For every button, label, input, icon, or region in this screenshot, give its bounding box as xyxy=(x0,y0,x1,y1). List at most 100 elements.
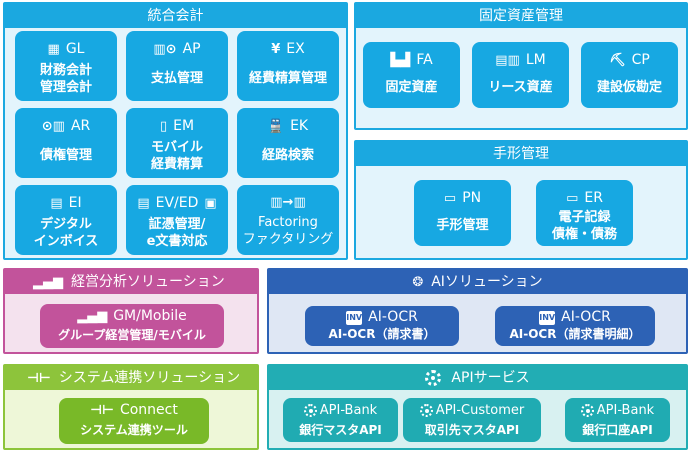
em-card[interactable]: ▯ EM モバイル 経費精算 xyxy=(126,108,228,178)
ap-code: AP xyxy=(182,41,201,57)
factoring-card[interactable]: ▥→▥ Factoring ファクタリング xyxy=(237,185,339,255)
gl-name: 財務会計 管理会計 xyxy=(39,63,92,95)
gm-bar-chart-icon: ▂▄▆ xyxy=(77,309,108,324)
receivable-icon: ⊙▥ xyxy=(41,119,65,134)
pn-card[interactable]: ▭ PN 手形管理 xyxy=(414,180,511,246)
api-bank-account-gear-icon xyxy=(580,404,594,417)
management-analysis-title: 経営分析ソリューション xyxy=(71,274,225,290)
monitor-icon: ▭ xyxy=(566,191,579,206)
promissory-note-icon: ▭ xyxy=(443,191,457,206)
gl-card[interactable]: ▦ GL 財務会計 管理会計 xyxy=(15,31,117,101)
er-card[interactable]: ▭ ER 電子記録 債権・債務 xyxy=(536,180,633,246)
ai-ocr-detail-name: AI-OCR（請求書明細） xyxy=(509,327,641,341)
bar-chart-icon: ▂▄▆ xyxy=(33,275,63,290)
connect-code: Connect xyxy=(119,402,178,418)
ai-ocr-detail-code: AI-OCR xyxy=(561,309,611,325)
management-analysis-header: ▂▄▆ 経営分析ソリューション xyxy=(5,270,257,294)
ev-ed-code: EV/ED xyxy=(155,195,199,211)
ar-code: AR xyxy=(70,118,91,134)
ev-ed-card[interactable]: ▤ EV/ED ▣ 証憑管理/ e文書対応 xyxy=(126,185,228,255)
ap-name: 支払管理 xyxy=(150,71,203,86)
fixed-assets-panel: 固定資産管理 ▙▟FA 固定資産 ▤▥ LM リース資産 ⛏ CP 建設仮勘定 xyxy=(354,2,688,130)
ei-name: デジタル インボイス xyxy=(33,217,99,249)
ev-ed-name: 証憑管理/ e文書対応 xyxy=(146,217,208,249)
cp-card[interactable]: ⛏ CP 建設仮勘定 xyxy=(581,42,678,108)
document-stack-icon: ▤ xyxy=(137,196,150,211)
excavator-icon: ⛏ xyxy=(609,53,626,68)
er-name: 電子記録 債権・債務 xyxy=(551,210,617,242)
api-bank-gear-icon xyxy=(303,404,317,417)
mobile-yen-icon: ▯ xyxy=(159,119,168,134)
er-code: ER xyxy=(584,190,603,206)
ai-invoice-icon: INV xyxy=(346,310,363,325)
api-bank-master-name: 銀行マスタAPI xyxy=(299,423,382,437)
notes-panel: 手形管理 ▭ PN 手形管理 ▭ ER 電子記録 債権・債務 xyxy=(354,140,688,260)
calculator-icon: ▦ xyxy=(47,42,60,57)
ai-brain-icon: ❂ xyxy=(412,275,424,290)
factoring-name: Factoring ファクタリング xyxy=(242,215,334,247)
ai-ocr-invoice-name: AI-OCR（請求書） xyxy=(328,327,436,341)
ex-code: EX xyxy=(286,41,305,57)
fa-code: FA xyxy=(416,52,433,68)
ai-solution-header: ❂ AIソリューション xyxy=(269,270,686,294)
api-service-title: APIサービス xyxy=(451,370,530,386)
gl-code: GL xyxy=(65,41,85,57)
pn-name: 手形管理 xyxy=(436,218,489,233)
system-integration-panel: ⊣⊢システム連携ソリューション ⊣⊢Connect システム連携ツール xyxy=(3,364,259,450)
em-name: モバイル 経費精算 xyxy=(150,140,203,172)
connect-card-icon: ⊣⊢ xyxy=(90,403,114,418)
ar-card[interactable]: ⊙▥ AR 債権管理 xyxy=(15,108,117,178)
lm-code: LM xyxy=(525,52,546,68)
cp-code: CP xyxy=(631,52,650,68)
train-icon: 🚆 xyxy=(267,119,285,134)
connect-icon: ⊣⊢ xyxy=(27,371,51,386)
ai-ocr-detail-card[interactable]: INV AI-OCR AI-OCR（請求書明細） xyxy=(495,306,655,346)
api-customer-code: API-Customer xyxy=(435,403,525,418)
api-bank-master-code: API-Bank xyxy=(319,403,378,418)
api-customer-gear-icon xyxy=(419,404,433,417)
e-document-icon: ▣ xyxy=(204,196,217,211)
api-customer-card[interactable]: API-Customer 取引先マスタAPI xyxy=(403,398,541,442)
factoring-icon: ▥→▥ xyxy=(270,195,306,210)
gm-mobile-code: GM/Mobile xyxy=(113,308,187,324)
ek-code: EK xyxy=(290,118,309,134)
gm-mobile-card[interactable]: ▂▄▆ GM/Mobile グループ経営管理/モバイル xyxy=(40,304,224,348)
gm-mobile-name: グループ経営管理/モバイル xyxy=(58,328,206,342)
ai-solution-panel: ❂ AIソリューション INV AI-OCR AI-OCR（請求書） INV AI-O… xyxy=(267,268,688,354)
fixed-assets-title: 固定資産管理 xyxy=(356,4,686,28)
system-integration-header: ⊣⊢ システム連携ソリューション xyxy=(5,366,257,390)
lease-icon: ▤▥ xyxy=(495,53,520,68)
cp-name: 建設仮勘定 xyxy=(596,80,662,95)
yen-document-icon: ¥ xyxy=(271,42,281,57)
api-service-panel: APIサービス API-Bank 銀行マスタAPI API-Customer 取… xyxy=(267,364,688,450)
ex-name: 経費精算管理 xyxy=(248,71,327,86)
api-customer-name: 取引先マスタAPI xyxy=(424,423,520,437)
ai-ocr-invoice-code: AI-OCR xyxy=(368,309,418,325)
fa-card[interactable]: ▙▟FA 固定資産 xyxy=(363,42,460,108)
ex-card[interactable]: ¥ EX 経費精算管理 xyxy=(237,31,339,101)
integrated-accounting-panel: 統合会計 ▦GL 財務会計 管理会計 ▥⊙AP 支払管理 ¥EX 経費精算管理 … xyxy=(3,2,348,260)
integrated-accounting-title: 統合会計 xyxy=(5,4,346,28)
pn-code: PN xyxy=(462,190,482,206)
api-bank-account-card[interactable]: API-Bank 銀行口座API xyxy=(565,398,670,442)
lm-card[interactable]: ▤▥ LM リース資産 xyxy=(472,42,569,108)
em-code: EM xyxy=(173,118,195,134)
management-analysis-panel: ▂▄▆ 経営分析ソリューション ▂▄▆ GM/Mobile グループ経営管理/モバイ… xyxy=(3,268,259,354)
ek-card[interactable]: 🚆EK 経路検索 xyxy=(237,108,339,178)
api-bank-account-code: API-Bank xyxy=(596,403,655,418)
api-service-header: APIサービス xyxy=(269,366,686,390)
ai-invoice-detail-icon: INV xyxy=(539,310,556,325)
ai-solution-title: AIソリューション xyxy=(431,274,543,290)
ar-name: 債権管理 xyxy=(39,148,92,163)
api-bank-account-name: 銀行口座API xyxy=(582,423,653,437)
payment-icon: ▥⊙ xyxy=(153,42,177,57)
api-bank-master-card[interactable]: API-Bank 銀行マスタAPI xyxy=(283,398,398,442)
ap-card[interactable]: ▥⊙ AP 支払管理 xyxy=(126,31,228,101)
ei-card[interactable]: ▤ EI デジタル インボイス xyxy=(15,185,117,255)
ai-ocr-invoice-card[interactable]: INV AI-OCR AI-OCR（請求書） xyxy=(305,306,459,346)
ei-code: EI xyxy=(68,195,82,211)
invoice-icon: ▤ xyxy=(50,196,63,211)
connect-card[interactable]: ⊣⊢Connect システム連携ツール xyxy=(59,398,209,444)
system-integration-title: システム連携ソリューション xyxy=(58,370,241,386)
lm-name: リース資産 xyxy=(488,80,553,95)
